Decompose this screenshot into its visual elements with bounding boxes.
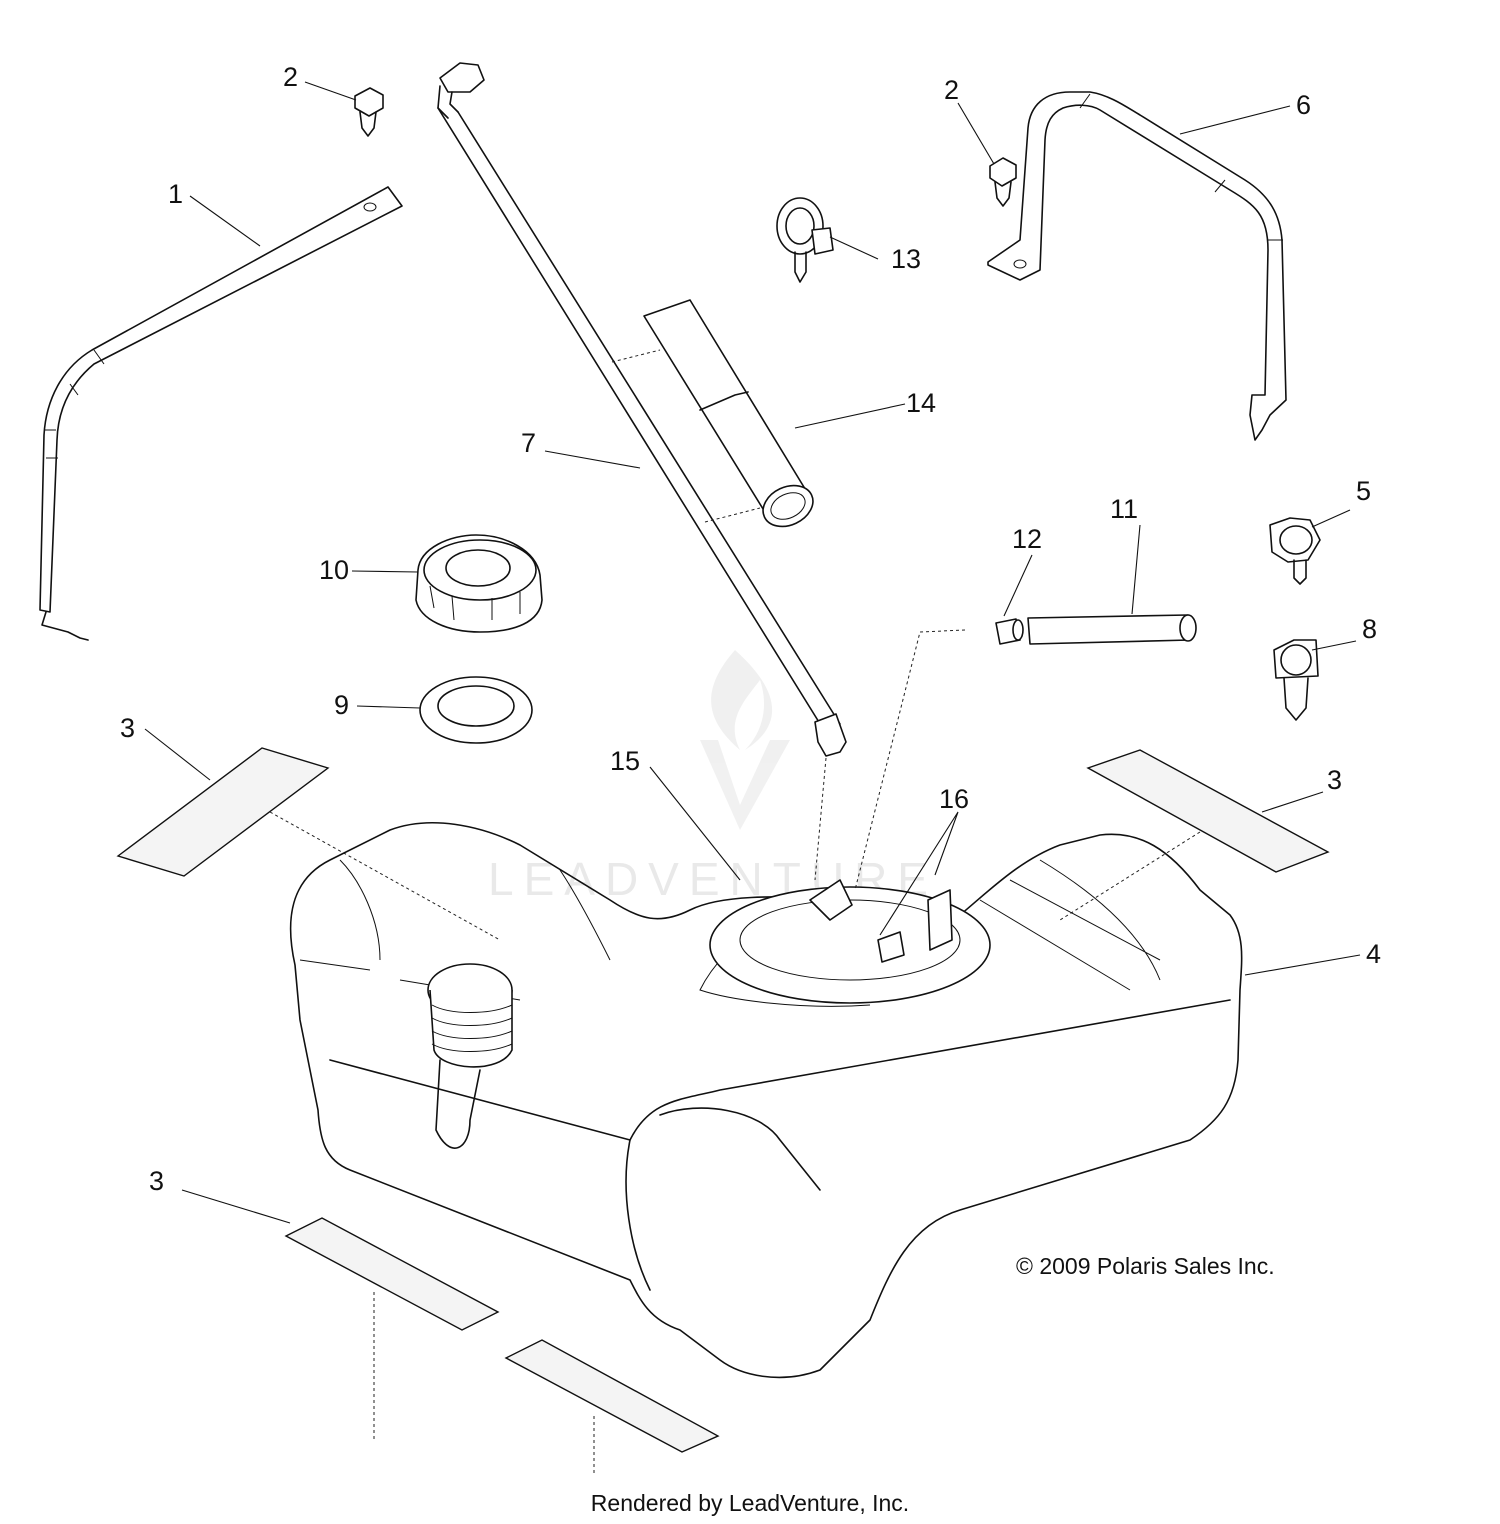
pad-bottom-a xyxy=(284,1217,500,1331)
gasket xyxy=(419,676,533,744)
callout-4: 4 xyxy=(1366,939,1381,969)
rendered-by-footer: Rendered by LeadVenture, Inc. xyxy=(590,1490,910,1516)
fuel-cap xyxy=(415,534,543,633)
fuel-tank xyxy=(289,821,1243,1379)
small-clamp xyxy=(995,618,1024,645)
fuel-line xyxy=(437,62,847,757)
callout-7: 7 xyxy=(521,428,536,458)
pad-top-right xyxy=(1086,749,1330,873)
watermark-logo xyxy=(700,650,790,830)
strap-right xyxy=(987,91,1287,441)
strap-left xyxy=(39,186,403,641)
callout-13: 13 xyxy=(891,244,921,274)
bolt-left xyxy=(354,87,384,137)
vent-hose xyxy=(1027,614,1197,645)
callout-12: 12 xyxy=(1012,524,1042,554)
hose-clip xyxy=(776,197,834,283)
callout-11: 11 xyxy=(1110,494,1138,524)
callout-3-right: 3 xyxy=(1327,765,1342,795)
clip-5 xyxy=(1269,517,1321,585)
pad-bottom-b xyxy=(504,1339,720,1453)
copyright-notice: © 2009 Polaris Sales Inc. xyxy=(1016,1253,1275,1279)
callout-2-right: 2 xyxy=(944,75,959,105)
callout-16: 16 xyxy=(939,784,969,814)
callout-3-left: 3 xyxy=(120,713,135,743)
callout-5: 5 xyxy=(1356,476,1371,506)
clip-8 xyxy=(1273,639,1319,721)
callout-3-bottom: 3 xyxy=(149,1166,164,1196)
callout-6: 6 xyxy=(1296,90,1311,120)
callout-1: 1 xyxy=(168,179,183,209)
callout-9: 9 xyxy=(334,690,349,720)
bolt-right xyxy=(989,157,1017,207)
callout-2-left: 2 xyxy=(283,62,298,92)
callout-15: 15 xyxy=(610,746,640,776)
callout-8: 8 xyxy=(1362,614,1377,644)
pad-top-left xyxy=(116,747,330,877)
leader-lines xyxy=(144,81,1361,1224)
callout-10: 10 xyxy=(319,555,349,585)
fuel-line-sleeve xyxy=(611,299,814,528)
callout-14: 14 xyxy=(906,388,936,418)
